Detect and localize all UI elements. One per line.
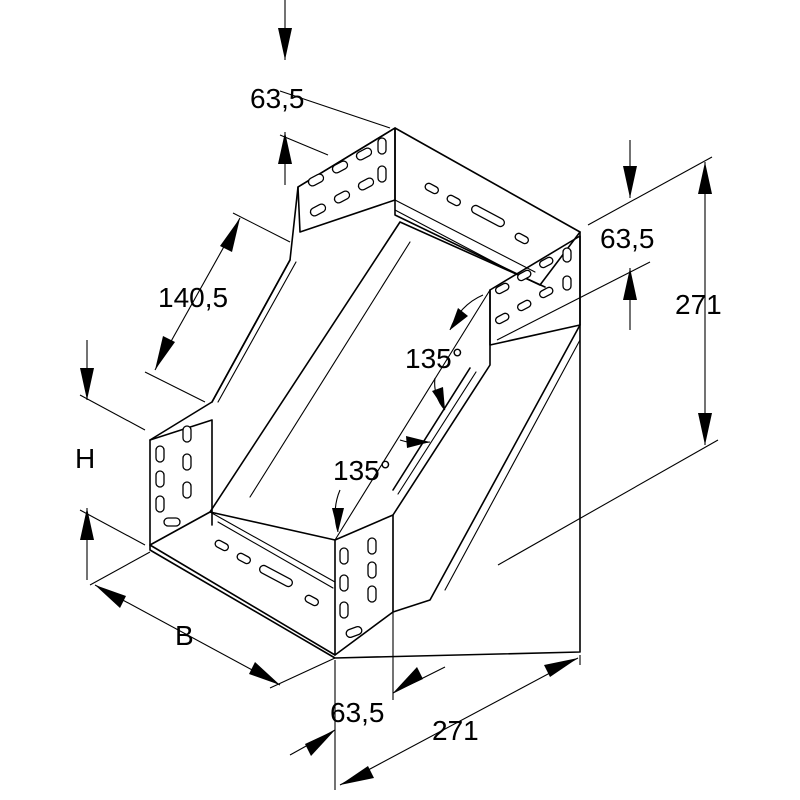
label-width-bottom: 271: [432, 715, 479, 746]
dimension-lines: [79, 0, 719, 790]
label-width: B: [175, 620, 194, 651]
slot-holes: [155, 137, 572, 639]
label-right-flange: 63,5: [600, 223, 655, 254]
tray-body: [149, 127, 581, 659]
label-height: H: [75, 443, 95, 474]
label-angle-upper: 135°: [405, 343, 463, 374]
label-bottom-flange: 63,5: [330, 697, 385, 728]
label-slope-length: 140,5: [158, 282, 228, 313]
label-height-right: 271: [675, 289, 722, 320]
label-top-flange: 63,5: [250, 83, 305, 114]
label-angle-lower: 135°: [333, 455, 391, 486]
